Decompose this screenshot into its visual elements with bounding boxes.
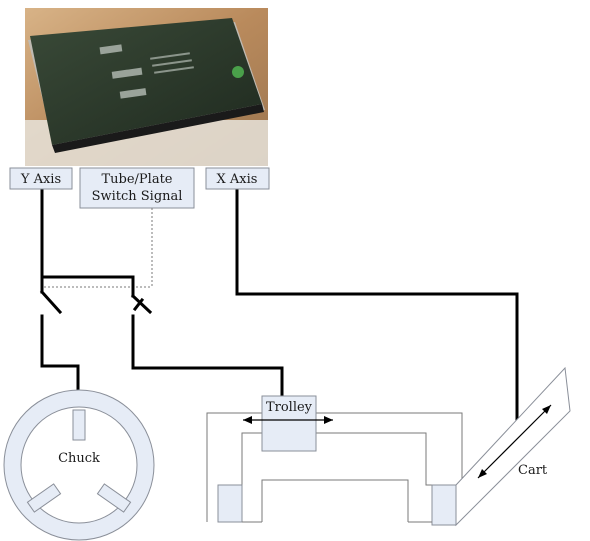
y-axis-label: Y Axis [20, 172, 61, 187]
y-axis-box: Y Axis [9, 167, 73, 190]
y-axis-wiring [39, 189, 284, 398]
x-axis-label: X Axis [217, 172, 258, 187]
trolley-label: Trolley [266, 400, 313, 415]
cart-label: Cart [518, 463, 548, 478]
switch-signal-box: Tube/Plate Switch Signal [79, 167, 195, 209]
controller-photo [25, 8, 268, 166]
x-axis-box: X Axis [205, 167, 270, 190]
chuck: Chuck [3, 389, 155, 541]
switch-signal-label-line2: Switch Signal [92, 189, 183, 204]
chuck-label: Chuck [58, 451, 100, 466]
cart-rail: Cart [455, 366, 571, 527]
trolley-frame [206, 412, 463, 526]
x-axis-wiring [235, 189, 519, 445]
switch-signal-label-line1: Tube/Plate [101, 172, 172, 187]
switch-signal-dotted-lines [44, 208, 153, 288]
trolley-box: Trolley [243, 395, 333, 452]
